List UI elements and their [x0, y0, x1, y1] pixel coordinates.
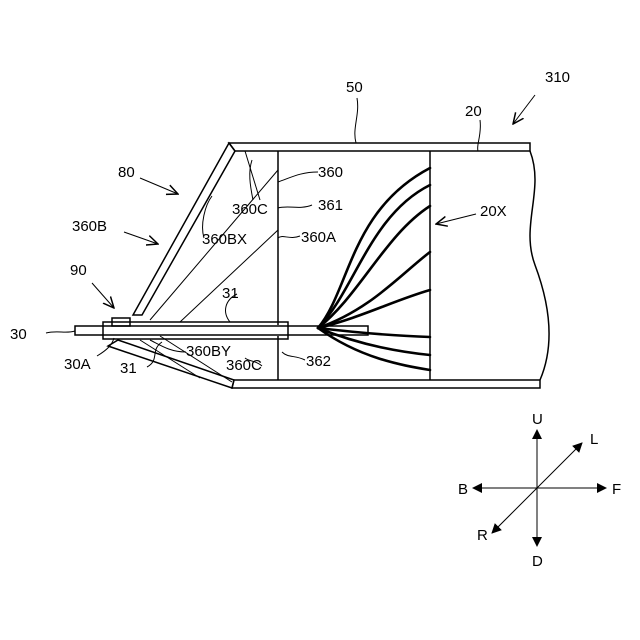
label-20: 20 [465, 103, 482, 120]
label-90: 90 [70, 262, 87, 279]
compass-label-back: B [458, 481, 468, 498]
label-360C-top: 360C [232, 201, 268, 218]
label-31-upper: 31 [222, 285, 239, 302]
compass-label-down: D [532, 553, 543, 570]
compass-left-arrow [537, 443, 582, 488]
compass-right-arrow [492, 488, 537, 533]
label-310: 310 [545, 69, 570, 86]
label-30: 30 [10, 326, 27, 343]
compass-label-right: R [477, 527, 488, 544]
arrow-310 [513, 95, 535, 124]
compass-label-left: L [590, 431, 598, 448]
label-360B: 360B [72, 218, 107, 235]
label-361: 361 [318, 197, 343, 214]
arrow-20X [436, 214, 476, 224]
direction-compass: U D F B L R [458, 411, 621, 570]
label-20X: 20X [480, 203, 507, 220]
label-360C-bottom: 360C [226, 357, 262, 374]
arrow-90 [92, 283, 114, 308]
arrow-360B [124, 232, 158, 244]
label-50: 50 [346, 79, 363, 96]
compass-label-front: F [612, 481, 621, 498]
arrow-80 [140, 178, 178, 194]
label-30A: 30A [64, 356, 91, 373]
label-80: 80 [118, 164, 135, 181]
label-360: 360 [318, 164, 343, 181]
label-31-lower: 31 [120, 360, 137, 377]
label-362: 362 [306, 353, 331, 370]
label-360BX: 360BX [202, 231, 247, 248]
label-360BY: 360BY [186, 343, 231, 360]
label-360A: 360A [301, 229, 336, 246]
compass-label-up: U [532, 411, 543, 428]
